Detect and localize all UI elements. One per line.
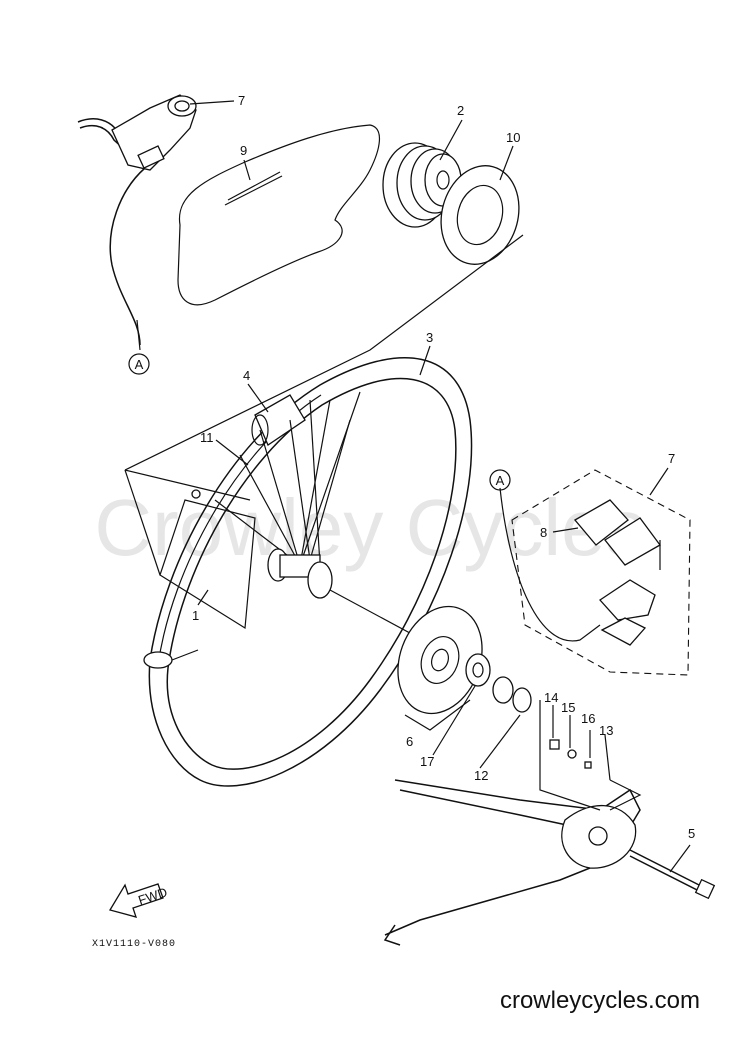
sprocket-cluster xyxy=(382,142,462,228)
watermark-text: Crowley Cycles xyxy=(94,483,645,572)
leader-17 xyxy=(432,685,476,756)
disc-leader xyxy=(404,699,471,731)
callout-nut: 14 xyxy=(544,690,558,705)
swing-arm xyxy=(383,779,641,946)
washer xyxy=(567,749,577,759)
callout-rim-band: 4 xyxy=(243,368,250,383)
leader-13 xyxy=(604,734,611,781)
diagram-code: X1V1110-V080 xyxy=(92,939,176,950)
axle xyxy=(629,844,716,900)
leader-7-top xyxy=(189,100,235,105)
callout-caliper: 7 xyxy=(668,451,675,466)
callout-brake-pads: 8 xyxy=(540,525,547,540)
oil-seal xyxy=(465,653,491,687)
fwd-arrow xyxy=(108,883,164,918)
callout-sprocket-disc: 10 xyxy=(506,130,520,145)
leader-1 xyxy=(197,589,209,606)
callout-brake-disc: 6 xyxy=(406,734,413,749)
ref-marker-right-label: A xyxy=(496,473,505,488)
callout-spoke-set: 9 xyxy=(240,143,247,158)
callout-brake-lever: 7 xyxy=(238,93,245,108)
leader-9 xyxy=(243,159,251,181)
bearing-leader-box xyxy=(539,700,601,811)
bearing xyxy=(492,676,514,704)
hub-box-edge xyxy=(124,469,161,576)
caliper-dashed-box xyxy=(511,469,691,676)
valve xyxy=(191,489,201,499)
caliper xyxy=(599,540,661,646)
leader-4 xyxy=(247,383,269,413)
leader-2 xyxy=(439,119,463,161)
callout-cotter-pin: 16 xyxy=(581,711,595,726)
ref-marker-right xyxy=(489,469,511,491)
callout-collar: 13 xyxy=(599,723,613,738)
ref-marker-top xyxy=(128,353,150,375)
callout-bearing: 12 xyxy=(474,768,488,783)
sprocket-disc xyxy=(440,165,520,265)
callout-axle: 5 xyxy=(688,826,695,841)
nut xyxy=(549,739,560,750)
leader-7-right xyxy=(649,467,669,496)
leader-12 xyxy=(479,714,521,769)
explode-line-top xyxy=(124,234,524,471)
leader-11 xyxy=(215,439,249,466)
rim-band xyxy=(251,394,306,446)
inner-tube xyxy=(143,649,199,669)
callout-oil-seal: 17 xyxy=(420,754,434,769)
wheel-hub xyxy=(267,548,461,661)
oil-seal-inner xyxy=(472,662,484,678)
brake-hose xyxy=(499,487,601,642)
collar-box xyxy=(609,779,642,811)
brake-lever-assembly xyxy=(77,94,197,351)
callout-spoke: 11 xyxy=(200,430,214,445)
explode-line-left xyxy=(124,469,251,501)
spoke-set-outline xyxy=(177,124,380,306)
bearing-2 xyxy=(512,687,532,713)
leader-10 xyxy=(499,145,514,181)
callout-hub: 1 xyxy=(192,608,199,623)
footer-site-text: crowleycycles.com xyxy=(500,987,700,1014)
leader-8 xyxy=(552,527,579,533)
ref-marker-top-label: A xyxy=(135,357,144,372)
brake-pads xyxy=(574,499,661,566)
cotter-pin xyxy=(584,761,592,769)
hub-box xyxy=(159,499,256,630)
callout-sprocket: 2 xyxy=(457,103,464,118)
fwd-label: FWD xyxy=(136,884,169,907)
leader-3 xyxy=(419,345,431,376)
callout-rim: 3 xyxy=(426,330,433,345)
callout-washer: 15 xyxy=(561,700,575,715)
